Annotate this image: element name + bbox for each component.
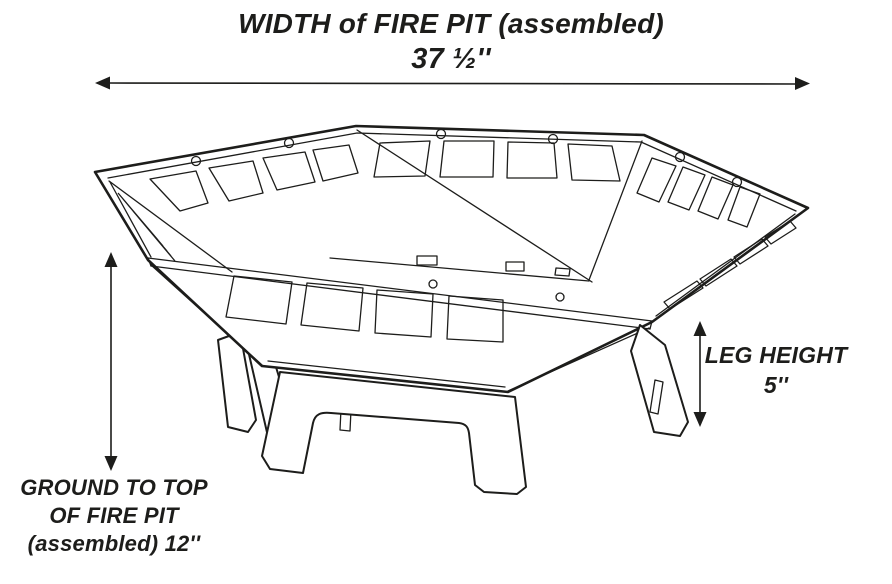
width-value-text: 37 ½'' [411, 43, 491, 75]
leg-height-label: LEG HEIGHT 5'' [700, 340, 852, 400]
width-label-text: WIDTH of FIRE PIT (assembled) [238, 8, 664, 39]
leg-value-text: 5'' [763, 372, 789, 398]
width-dimension-label: WIDTH of FIRE PIT (assembled) 37 ½'' [86, 6, 816, 76]
ground-label-line1: GROUND TO TOP [20, 475, 208, 500]
fire-pit-rivet-holes [190, 128, 743, 302]
fire-pit-bowl [93, 124, 810, 432]
fire-pit-front-legs [261, 324, 689, 495]
fire-pit-panel-cutouts [117, 140, 797, 343]
width-dimension-arrow [95, 76, 810, 90]
ground-label-line3: (assembled) 12'' [27, 531, 201, 556]
ground-height-dimension-arrow [104, 252, 118, 471]
ground-label-line2: OF FIRE PIT [49, 503, 179, 528]
ground-height-label: GROUND TO TOP OF FIRE PIT (assembled) 12… [2, 474, 226, 558]
leg-height-dimension-arrow [693, 321, 707, 427]
leg-label-text: LEG HEIGHT [704, 342, 848, 368]
